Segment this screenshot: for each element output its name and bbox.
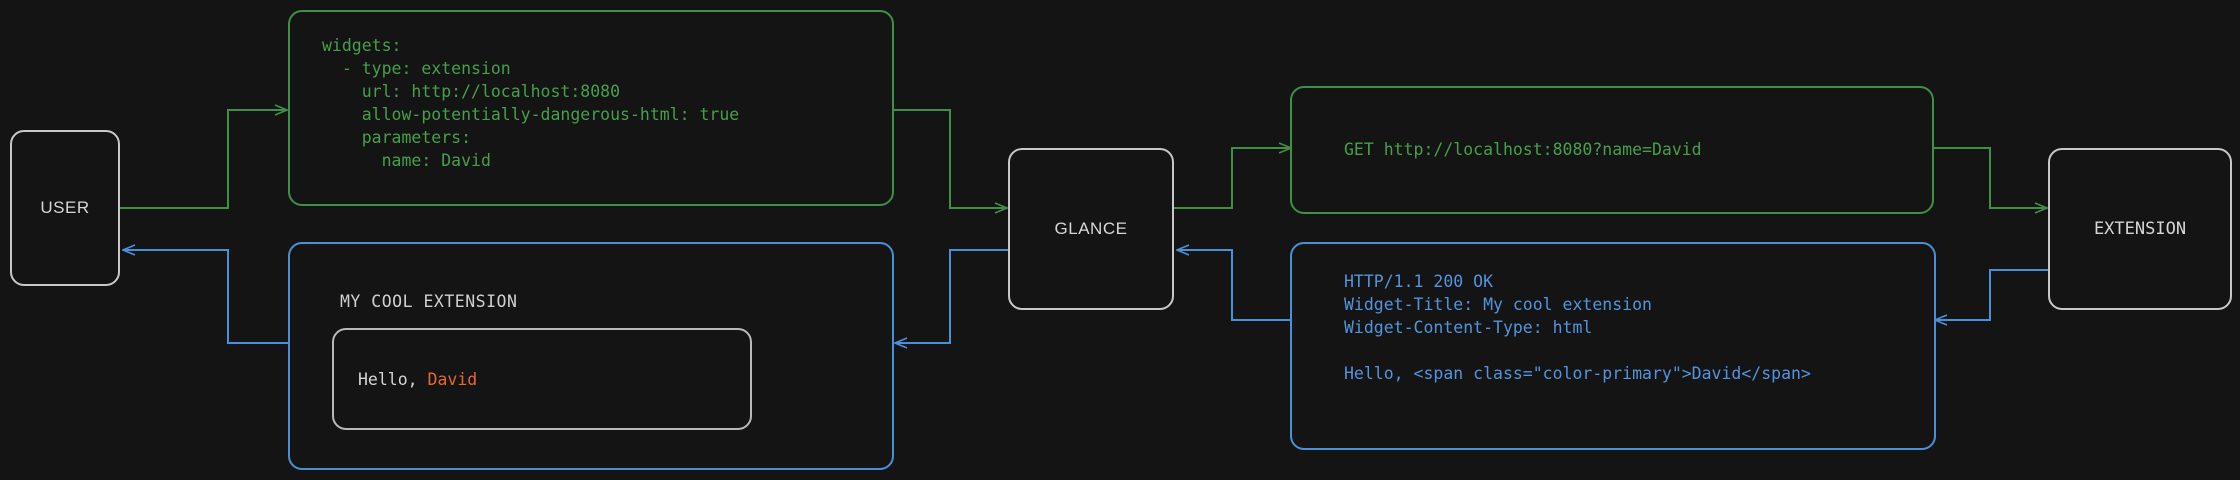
- node-user-label: USER: [40, 198, 90, 217]
- edge-widget-to-user: [124, 250, 288, 344]
- panel-rendered-widget: MY COOL EXTENSION Hello, David: [288, 242, 894, 470]
- widget-greeting-accent: David: [427, 370, 478, 389]
- widget-content-card: Hello, David: [332, 328, 752, 430]
- widget-greeting: Hello, David: [358, 370, 477, 389]
- panel-http-request: GET http://localhost:8080?name=David: [1290, 86, 1934, 214]
- edge-response-to-glance: [1178, 250, 1292, 321]
- edge-glance-to-widget: [896, 249, 1008, 343]
- node-extension-label: EXTENSION: [2093, 219, 2187, 239]
- widget-title: MY COOL EXTENSION: [340, 292, 518, 311]
- node-glance-label: GLANCE: [1054, 219, 1128, 238]
- edge-user-to-config: [120, 110, 286, 209]
- edge-request-to-extension: [1932, 147, 2046, 208]
- panel-config-yaml: widgets: - type: extension url: http://l…: [288, 10, 894, 206]
- node-user[interactable]: USER: [10, 130, 120, 286]
- http-request-text: GET http://localhost:8080?name=David: [1344, 140, 1702, 159]
- edge-glance-to-request: [1174, 148, 1290, 209]
- node-glance[interactable]: GLANCE: [1008, 148, 1174, 310]
- panel-http-response: HTTP/1.1 200 OK Widget-Title: My cool ex…: [1290, 242, 1936, 450]
- http-response-text: HTTP/1.1 200 OK Widget-Title: My cool ex…: [1344, 272, 1811, 383]
- node-extension[interactable]: EXTENSION: [2048, 148, 2232, 310]
- edge-extension-to-response: [1936, 269, 2048, 320]
- edge-config-to-glance: [892, 109, 1006, 208]
- config-yaml-text: widgets: - type: extension url: http://l…: [322, 36, 740, 170]
- widget-greeting-prefix: Hello,: [358, 370, 428, 389]
